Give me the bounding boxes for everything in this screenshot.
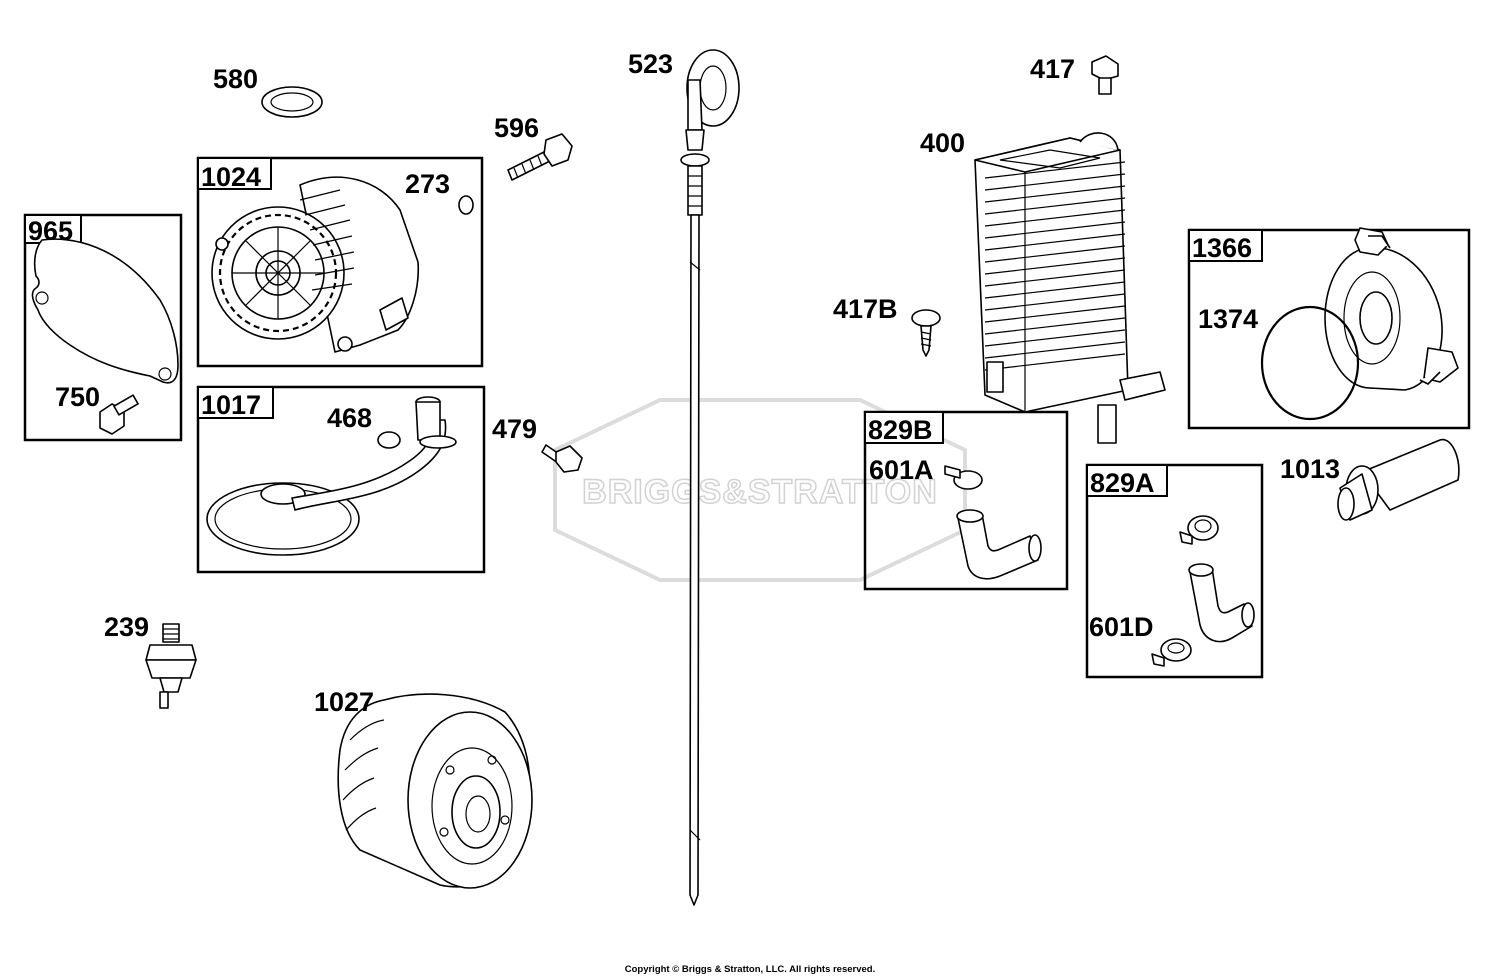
label-580: 580 xyxy=(213,64,258,94)
bolt-479-drawing xyxy=(541,444,583,473)
clamp-601D-drawing xyxy=(1151,638,1192,667)
gasket-965-drawing xyxy=(31,238,179,384)
oil-filter-1027-drawing xyxy=(337,693,533,889)
label-417: 417 xyxy=(1030,54,1075,84)
oil-pump-drawing xyxy=(211,176,420,353)
group-1366[interactable]: 1366 xyxy=(1187,227,1471,430)
o-ring-273-drawing xyxy=(458,195,474,215)
watermark-text: BRIGGS&STRATTON xyxy=(582,473,938,511)
bolt-596-drawing xyxy=(507,133,573,181)
o-ring-468-drawing xyxy=(377,431,401,449)
group-label-1017: 1017 xyxy=(201,390,261,420)
group-1024[interactable]: 1024 xyxy=(196,156,484,368)
group-label-829B: 829B xyxy=(868,415,933,445)
label-1013: 1013 xyxy=(1280,454,1340,484)
label-1027: 1027 xyxy=(314,687,374,717)
dipstick-523-drawing xyxy=(680,49,740,906)
oil-cooler-400-drawing xyxy=(974,132,1166,444)
group-965[interactable]: 965 xyxy=(23,213,183,442)
label-1374: 1374 xyxy=(1198,304,1258,334)
group-1017[interactable]: 1017 xyxy=(196,385,486,574)
label-468: 468 xyxy=(327,403,372,433)
pressure-switch-239-drawing xyxy=(145,623,197,709)
group-829A[interactable]: 829A xyxy=(1085,463,1264,679)
bolt-750-drawing xyxy=(99,394,139,435)
group-label-829A: 829A xyxy=(1090,468,1155,498)
copyright-notice: Copyright © Briggs & Stratton, LLC. All … xyxy=(624,964,876,975)
group-829B[interactable]: 829B xyxy=(262,0,1069,591)
seal-580-drawing xyxy=(261,86,323,118)
label-596: 596 xyxy=(494,113,539,143)
label-417B: 417B xyxy=(833,294,898,324)
label-479: 479 xyxy=(492,414,537,444)
label-400: 400 xyxy=(920,128,965,158)
label-523: 523 xyxy=(628,49,673,79)
screw-417B-drawing xyxy=(911,309,941,357)
oil-filter-adapter-drawing xyxy=(1324,227,1459,391)
label-750: 750 xyxy=(55,382,100,412)
o-ring-1374-drawing xyxy=(1260,305,1360,421)
label-239: 239 xyxy=(104,612,149,642)
hose-829B-drawing xyxy=(956,509,1042,580)
clamp-601A-drawing xyxy=(944,465,983,490)
group-label-1024: 1024 xyxy=(201,162,261,192)
group-label-1366: 1366 xyxy=(1192,233,1252,263)
label-601D: 601D xyxy=(1089,612,1154,642)
watermark-logo: BRIGGS&STRATTON xyxy=(553,398,967,582)
oil-pickup-drawing xyxy=(206,396,457,556)
fitting-1013-drawing xyxy=(1337,438,1460,521)
bolt-417-drawing xyxy=(1091,55,1119,95)
hose-829A-drawing xyxy=(1188,563,1255,643)
clamp-829A-drawing xyxy=(1179,515,1219,545)
label-601A: 601A xyxy=(869,455,934,485)
label-273: 273 xyxy=(405,169,450,199)
